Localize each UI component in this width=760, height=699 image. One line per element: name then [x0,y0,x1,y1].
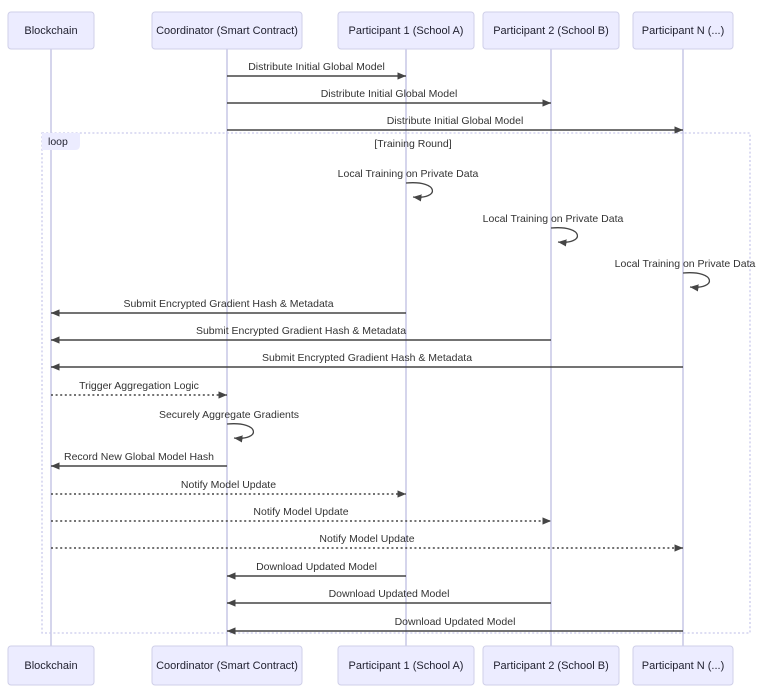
actor-box-coordinator-bottom[interactable] [151,645,303,686]
message-label: Notify Model Update [319,533,414,545]
message-m2: Distribute Initial Global Model [227,88,552,107]
self-message-arrow [226,423,255,443]
message-label: Distribute Initial Global Model [248,61,385,73]
message-m5: Local Training on Private Data [483,213,624,247]
actor-label-coordinator-top: Coordinator (Smart Contract) [156,25,298,37]
actor-box-pn-top[interactable] [632,11,734,50]
message-m12: Record New Global Model Hash [50,451,227,470]
messages-group: Distribute Initial Global ModelDistribut… [50,61,756,635]
message-m13: Notify Model Update [51,479,407,498]
self-message-arrow [405,182,434,202]
actor-label-blockchain-bottom: Blockchain [24,660,77,672]
actor-label-pn-bottom: Participant N (...) [642,660,725,672]
message-label: Submit Encrypted Gradient Hash & Metadat… [262,352,472,364]
actor-label-p2-bottom: Participant 2 (School B) [493,660,609,672]
message-label: Local Training on Private Data [338,168,479,180]
message-label: Download Updated Model [256,561,377,573]
actor-box-p2-top[interactable] [482,11,620,50]
message-m10: Trigger Aggregation Logic [51,380,228,399]
message-label: Download Updated Model [395,616,516,628]
message-m4: Local Training on Private Data [338,168,479,202]
message-label: Record New Global Model Hash [64,451,214,463]
message-m15: Notify Model Update [51,533,684,552]
actor-box-p1-top[interactable] [337,11,475,50]
self-message-arrow [682,272,711,292]
actor-box-p1-bottom[interactable] [337,645,475,686]
message-label: Notify Model Update [181,479,276,491]
loop-condition-label: [Training Round] [374,138,451,150]
lifelines-group [50,49,684,646]
actor-label-p1-top: Participant 1 (School A) [349,25,464,37]
actor-label-p2-top: Participant 2 (School B) [493,25,609,37]
loop-fragment: loop [Training Round] [41,132,751,634]
message-m17: Download Updated Model [226,588,551,607]
actor-headers: Blockchain Coordinator (Smart Contract) Pa… [7,11,734,50]
actor-box-pn-bottom[interactable] [632,645,734,686]
message-m8: Submit Encrypted Gradient Hash & Metadat… [50,325,551,344]
actor-footers: Blockchain Coordinator (Smart Contract) Pa… [7,645,734,686]
message-label: Distribute Initial Global Model [387,115,524,127]
message-m6: Local Training on Private Data [615,258,756,292]
message-label: Local Training on Private Data [483,213,624,225]
actor-label-blockchain-top: Blockchain [24,25,77,37]
message-m1: Distribute Initial Global Model [227,61,407,80]
message-label: Submit Encrypted Gradient Hash & Metadat… [123,298,333,310]
loop-frame-border [41,132,751,634]
message-m16: Download Updated Model [226,561,406,580]
message-label: Local Training on Private Data [615,258,756,270]
message-label: Notify Model Update [253,506,348,518]
actor-box-blockchain-bottom[interactable] [7,645,95,686]
actor-box-blockchain-top[interactable] [7,11,95,50]
message-m11: Securely Aggregate Gradients [159,409,299,443]
message-label: Trigger Aggregation Logic [79,380,199,392]
message-label: Distribute Initial Global Model [321,88,458,100]
message-m3: Distribute Initial Global Model [227,115,684,134]
message-m14: Notify Model Update [51,506,552,525]
actor-label-pn-top: Participant N (...) [642,25,725,37]
loop-kind-label: loop [48,136,68,148]
actor-box-p2-bottom[interactable] [482,645,620,686]
actor-label-coordinator-bottom: Coordinator (Smart Contract) [156,660,298,672]
actor-label-p1-bottom: Participant 1 (School A) [349,660,464,672]
message-label: Submit Encrypted Gradient Hash & Metadat… [196,325,406,337]
message-m18: Download Updated Model [226,616,683,635]
message-label: Download Updated Model [329,588,450,600]
actor-box-coordinator-top[interactable] [151,11,303,50]
message-label: Securely Aggregate Gradients [159,409,299,421]
message-m7: Submit Encrypted Gradient Hash & Metadat… [50,298,406,317]
loop-tab-background [42,133,80,150]
self-message-arrow [550,227,579,247]
message-m9: Submit Encrypted Gradient Hash & Metadat… [50,352,683,371]
